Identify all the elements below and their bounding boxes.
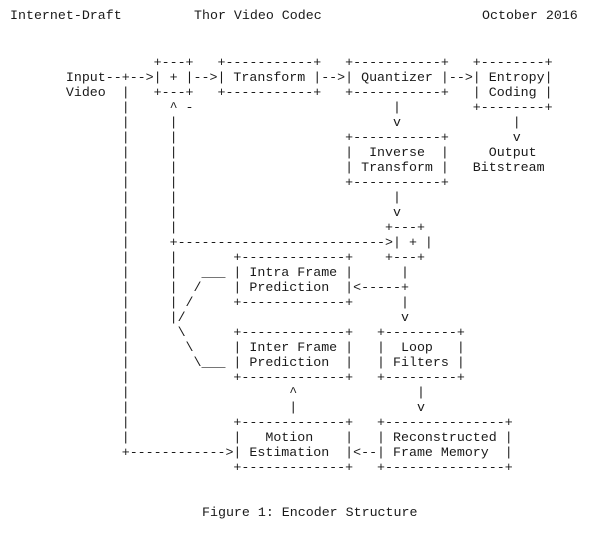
header-doc-title: Thor Video Codec (194, 8, 322, 23)
header-doc-date: October 2016 (482, 8, 578, 23)
encoder-structure-ascii-diagram: +---+ +-----------+ +-----------+ +-----… (65, 55, 553, 475)
figure-caption: Figure 1: Encoder Structure (202, 505, 418, 520)
header-doc-type: Internet-Draft (10, 8, 122, 23)
